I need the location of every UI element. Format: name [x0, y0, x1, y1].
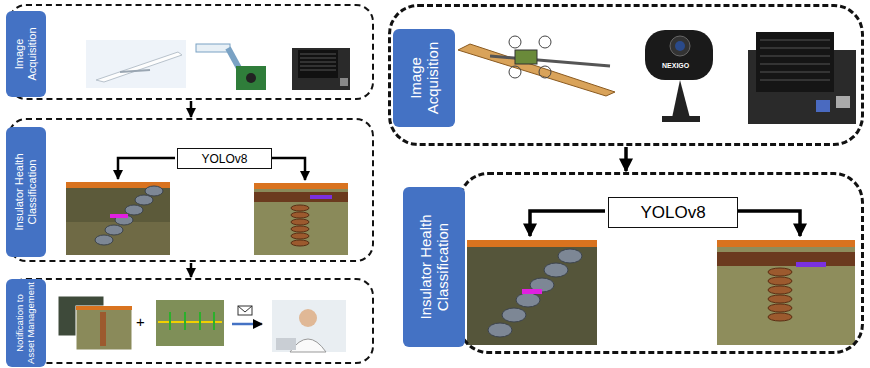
dashed-stage-box: Insulator Health Classification YOLOv8: [8, 118, 374, 262]
stage-title: Insulator Health Classification: [417, 190, 452, 344]
stage-title: Image Acquisition: [13, 14, 38, 94]
insulator-photo: [467, 240, 597, 345]
insulator-photo: [254, 183, 348, 255]
plus-sign: +: [136, 313, 145, 330]
insulator-photo: [66, 182, 170, 255]
person-photo: [272, 300, 346, 352]
stage-label-tab: Image Acquisition: [393, 29, 455, 127]
brand-logo: NEXIGO: [662, 62, 689, 69]
dashed-stage-box: Notification to Asset Management: [8, 278, 374, 364]
jetson-board-image: [292, 48, 350, 90]
flow-arrow: [190, 101, 193, 117]
rotated-text-holder: Image Acquisition: [395, 32, 453, 124]
model-name: YOLOv8: [640, 203, 705, 223]
stage-title: Insulator Health Classification: [13, 130, 38, 254]
dashed-stage-box: Insulator Health ClassificationYOLOv8: [458, 172, 864, 354]
glider-image: [458, 36, 615, 96]
flow-arrow: [624, 147, 628, 171]
rotated-text-holder: Insulator Health Classification: [405, 190, 463, 344]
camera-module-image: [196, 44, 266, 90]
model-box: YOLOv8: [177, 148, 272, 169]
webcam-image: [645, 30, 713, 122]
stage-title: Notification to Asset Management: [15, 282, 37, 364]
rotated-text-holder: Notification to Asset Management: [8, 282, 44, 364]
dashed-stage-box: Image Acquisition: [388, 4, 864, 146]
stage-label-tab: Insulator Health Classification: [6, 127, 46, 257]
stage-label-tab: Notification to Asset Management: [6, 279, 46, 367]
stage-label-tab: Insulator Health Classification: [403, 187, 465, 347]
dashed-stage-box: Image Acquisition: [8, 4, 374, 100]
glider-image: [86, 40, 186, 88]
model-name: YOLOv8: [201, 152, 247, 166]
notification-photos: [58, 296, 132, 350]
rotated-text-holder: Image Acquisition: [8, 14, 44, 94]
jetson-board-image: [748, 32, 856, 124]
insulator-photo: [717, 240, 855, 345]
stage-title: Image Acquisition: [407, 32, 442, 124]
flow-arrow: [190, 263, 193, 277]
email-arrow: [232, 306, 262, 324]
stage-label-tab: Image Acquisition: [6, 11, 46, 97]
model-box: YOLOv8: [608, 197, 738, 228]
rotated-text-holder: Insulator Health Classification: [8, 130, 44, 254]
power-line-image: [156, 300, 224, 346]
